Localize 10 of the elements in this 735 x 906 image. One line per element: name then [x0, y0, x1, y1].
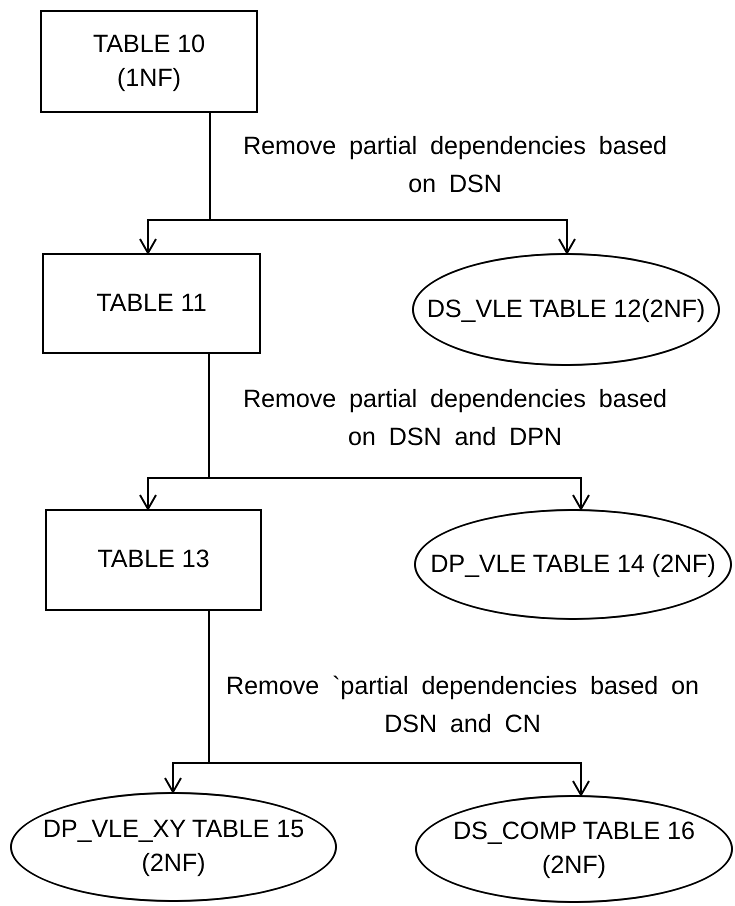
node-label: TABLE 13	[96, 544, 211, 576]
node-label: DS_COMP TABLE 16 (2NF)	[452, 816, 696, 881]
node-label: DS_VLE TABLE 12(2NF)	[426, 294, 706, 325]
node-label: DP_VLE_XY TABLE 15 (2NF)	[42, 814, 306, 879]
process-box	[40, 10, 258, 113]
node-label: TABLE 10 (1NF)	[92, 28, 206, 94]
process-box	[45, 509, 262, 611]
node-label: DP_VLE TABLE 14 (2NF)	[430, 548, 716, 580]
node-label: TABLE 11	[95, 288, 208, 319]
process-box	[42, 253, 261, 354]
